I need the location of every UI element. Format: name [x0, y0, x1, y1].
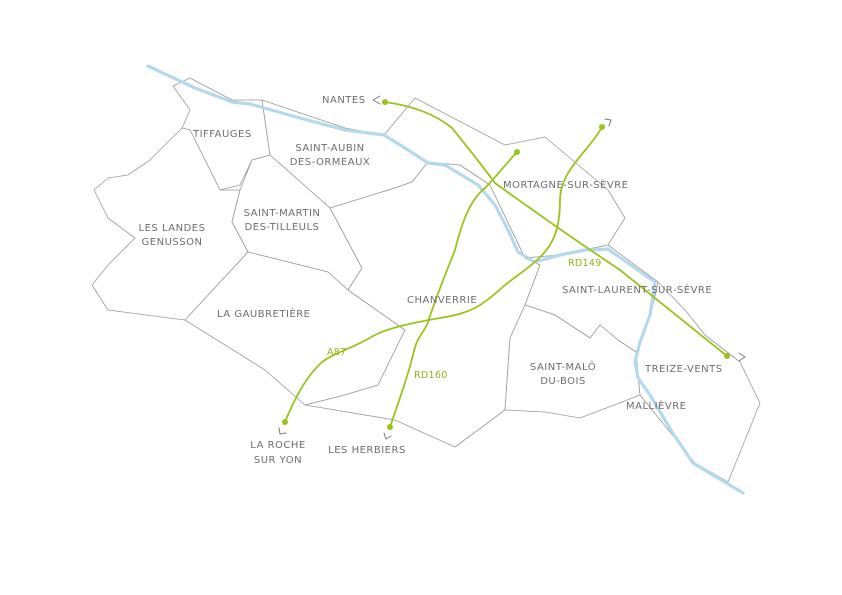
arrow-down-left-icon [278, 427, 287, 435]
label-treize-vents: TREIZE-VENTS [644, 364, 723, 375]
road-endpoint-north-east [599, 124, 605, 130]
label-saint-malo-line2: DU-BOIS [540, 376, 586, 387]
road-rd160 [389, 151, 518, 428]
label-saint-martin-line1: SAINT-MARTIN [244, 208, 321, 219]
label-saint-martin-line2: DES-TILLEULS [245, 222, 320, 233]
label-les-landes-line1: LES LANDES [139, 223, 206, 234]
direction-arrows [278, 95, 746, 440]
arrow-right-icon [738, 352, 746, 362]
label-la-roche-line1: LA ROCHE [250, 440, 305, 451]
label-tiffauges: TIFFAUGES [192, 129, 252, 140]
road-nantes-to-treize-vents [384, 101, 728, 357]
commune-treize-vents-area [635, 281, 761, 483]
label-mallievre: MALLIÈVRE [626, 399, 687, 412]
commune-labels: TIFFAUGES SAINT-AUBIN DES-ORMEAUX LES LA… [139, 129, 723, 412]
label-saint-aubin-line2: DES-ORMEAUX [290, 157, 371, 168]
label-la-gaubretiere: LA GAUBRETIÈRE [217, 307, 311, 320]
commune-tiffauges-area [172, 77, 271, 191]
arrow-northeast-icon [604, 118, 612, 127]
label-saint-laurent: SAINT-LAURENT-SUR-SÈVRE [562, 283, 712, 296]
label-la-roche-line2: SUR YON [254, 455, 302, 466]
label-nantes: NANTES [322, 95, 366, 106]
destination-labels: NANTES LA ROCHE SUR YON LES HERBIERS [250, 95, 406, 466]
label-mortagne: MORTAGNE-SUR-SÈVRE [503, 178, 628, 191]
road-endpoint-treize-vents [724, 353, 730, 359]
river-sevre [146, 64, 745, 495]
road-endpoint-nantes [382, 99, 388, 105]
label-road-rd160: RD160 [414, 370, 448, 381]
road-endpoint-mortagne [514, 149, 520, 155]
road-labels: RD149 A87 RD160 [327, 258, 602, 381]
arrow-down-left-icon [383, 432, 392, 440]
commune-borders [91, 77, 761, 483]
roads [282, 99, 730, 430]
label-saint-aubin-line1: SAINT-AUBIN [295, 143, 364, 154]
label-road-rd149: RD149 [568, 258, 602, 269]
road-endpoint-les-herbiers [387, 424, 393, 430]
road-rd149 [284, 126, 603, 423]
arrow-left-icon [372, 95, 381, 105]
commune-les-landes-area [91, 127, 249, 321]
label-les-landes-line2: GENUSSON [142, 237, 203, 248]
label-saint-malo-line1: SAINT-MALÔ [530, 360, 596, 373]
label-les-herbiers: LES HERBIERS [328, 445, 406, 456]
label-chanverrie: CHANVERRIE [407, 295, 477, 306]
road-endpoint-la-roche [282, 419, 288, 425]
label-road-a87: A87 [327, 347, 347, 358]
